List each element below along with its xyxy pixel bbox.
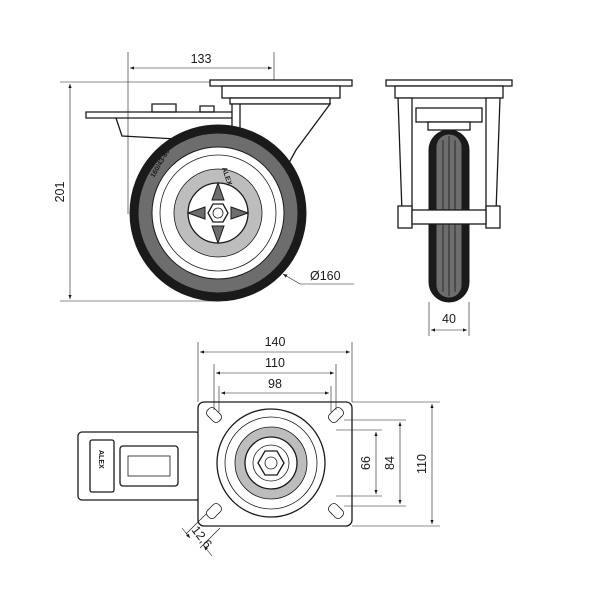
- dim-wheel-width: 40: [442, 312, 456, 326]
- bolt-holes: [206, 407, 344, 519]
- dim-swivel-offset: 133: [191, 52, 212, 66]
- dim-plate-length: 140: [265, 335, 286, 349]
- top-view: ALEX 140 110 98: [77, 335, 440, 557]
- dim-hole-spacing-inner: 98: [268, 377, 282, 391]
- dim-total-height: 201: [53, 182, 67, 203]
- front-view: 40: [385, 79, 513, 336]
- dim-hole-spacing-long: 110: [265, 356, 285, 370]
- dim-wheel-diameter: Ø160: [310, 269, 341, 283]
- dim-hole-spacing-mid: 84: [383, 456, 397, 470]
- brand-text-top: ALEX: [97, 450, 104, 469]
- dim-plate-width: 110: [415, 454, 429, 474]
- side-view: 160/43-80 ALEX 133 201 Ø160: [53, 52, 354, 302]
- dim-hole-spacing-short: 66: [359, 456, 373, 470]
